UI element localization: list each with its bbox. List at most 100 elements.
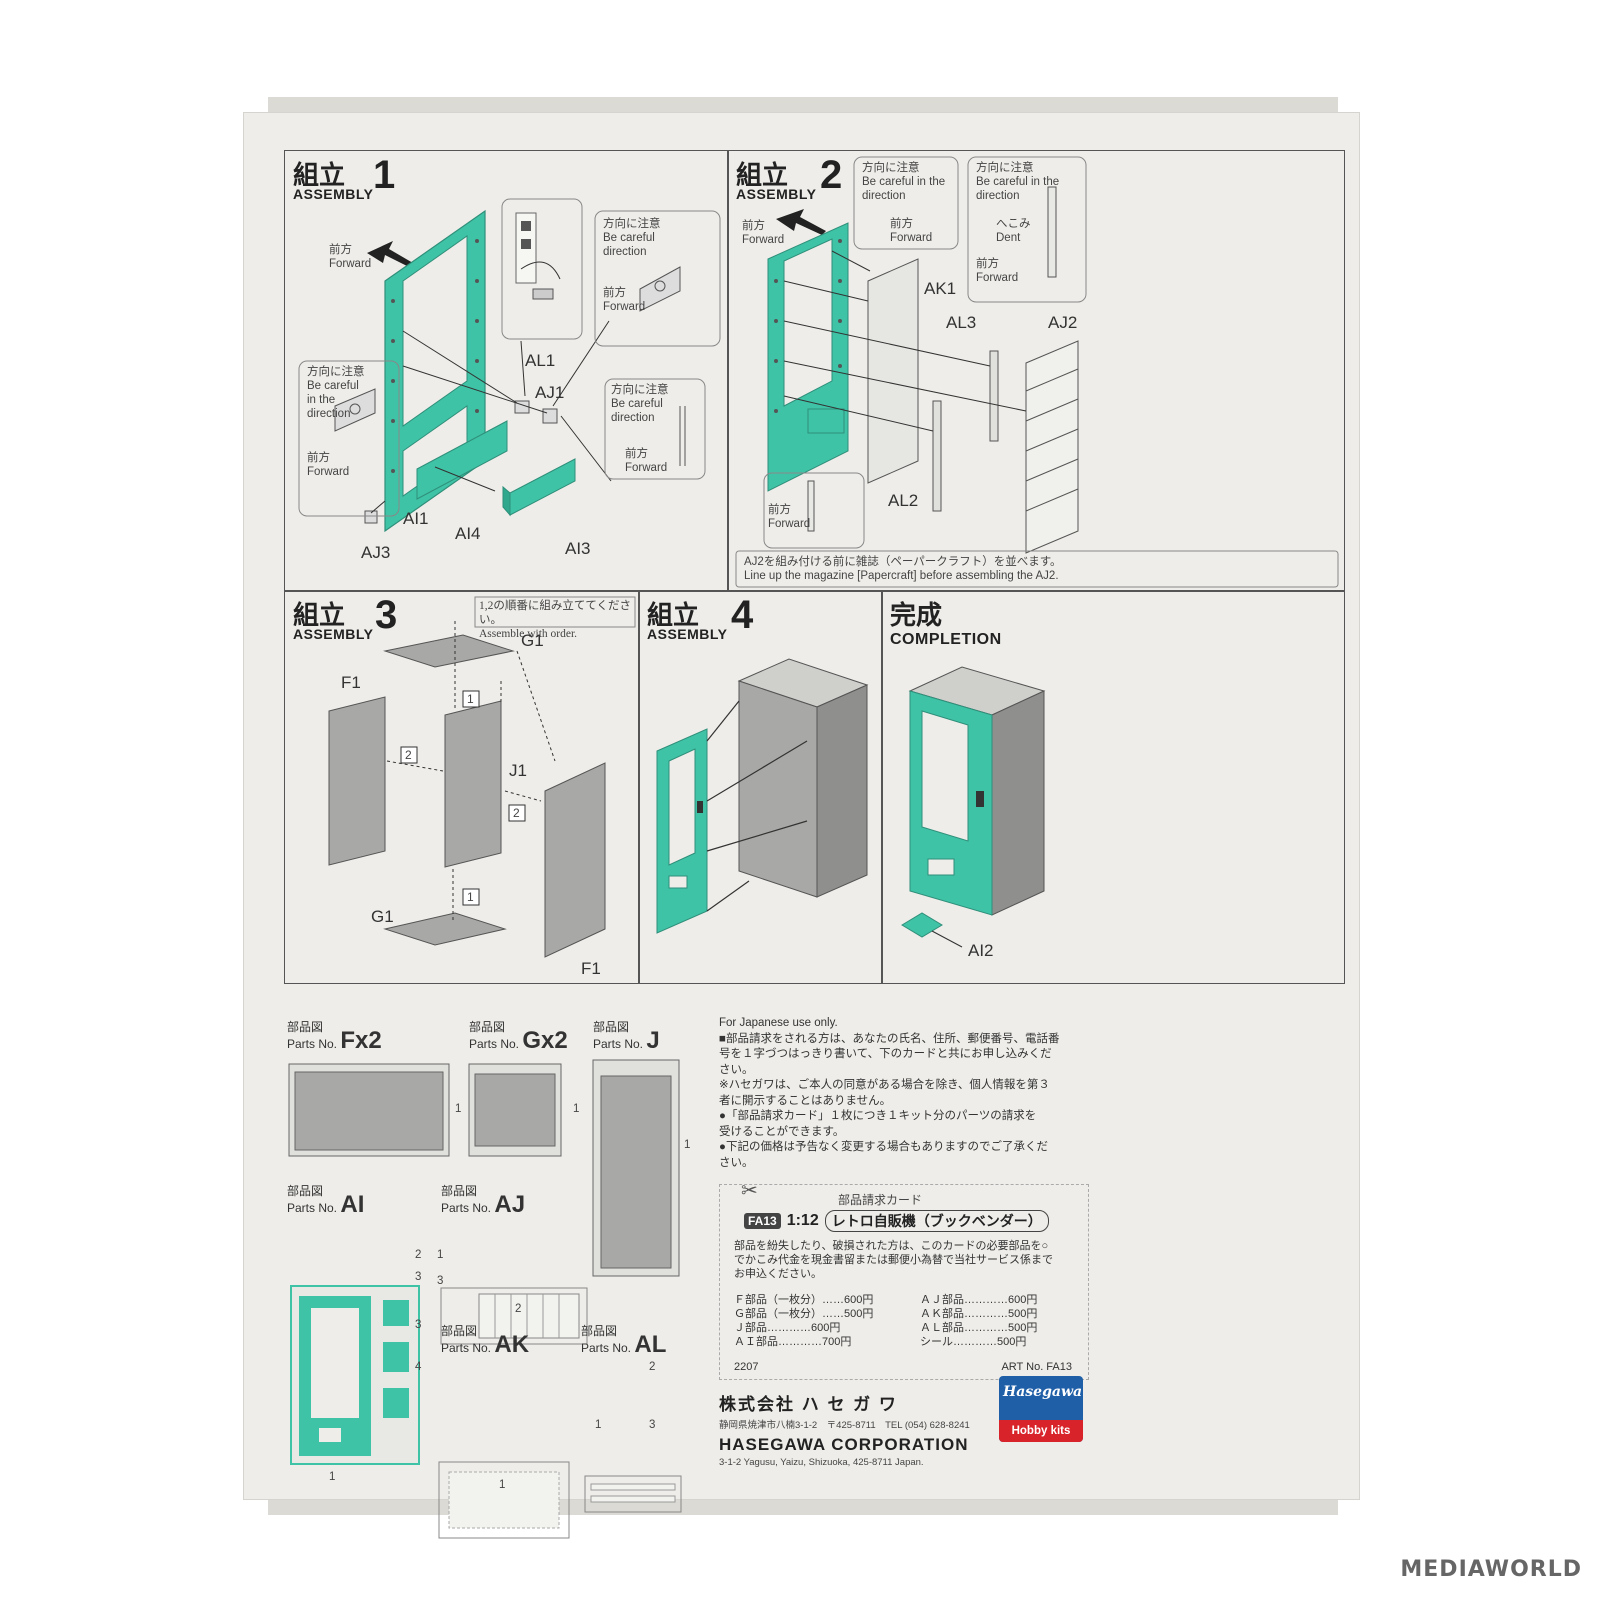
company-address-jp: 静岡県焼津市八楠3-1-2 〒425-8711 TEL (054) 628-82…	[719, 1420, 970, 1431]
parts-map-J-title: 部品図 Parts No. J	[593, 1020, 660, 1054]
assembly-3-title-en: ASSEMBLY	[293, 626, 374, 642]
card-product: レトロ自販機（ブックベンダー）	[824, 1210, 1049, 1232]
parts-map-AK-title: 部品図 Parts No. AK	[441, 1324, 530, 1358]
assembly-4-drawing	[656, 658, 869, 934]
assembly-2-note: AJ2を組み付ける前に雑誌（ペーパークラフト）を並べます。Line up the…	[744, 556, 1062, 582]
forward-arrow-icon	[776, 209, 826, 235]
company-name-en: HASEGAWA CORPORATION	[719, 1435, 969, 1454]
runner-AJ-3: 3	[437, 1275, 444, 1287]
runner-AL-2: 2	[649, 1361, 656, 1373]
assembly-2-number: 2	[820, 153, 843, 197]
company-address-en: 3-1-2 Yagusu, Yaizu, Shizuoka, 425-8711 …	[719, 1457, 924, 1468]
parts-map-F-title: 部品図 Parts No. Fx2	[287, 1020, 382, 1054]
assembly-4-title-en: ASSEMBLY	[647, 626, 728, 642]
assembly-2-panel: 組立 ASSEMBLY 2	[727, 150, 1345, 592]
card-small-code: 2207	[734, 1361, 759, 1373]
card-product-row: FA13 1:12 レトロ自販機（ブックベンダー）	[744, 1210, 1049, 1232]
step-1-top: 1	[467, 692, 474, 706]
runner-F-1: 1	[455, 1103, 462, 1115]
assembly-3-title-jp: 組立	[293, 600, 346, 630]
assembly-1-title-en: ASSEMBLY	[293, 186, 374, 202]
assembly-2-title-en: ASSEMBLY	[736, 186, 817, 202]
assembly-4-title-jp: 組立	[647, 600, 700, 630]
parts-map-G-title: 部品図 Parts No. Gx2	[469, 1020, 568, 1054]
completion-drawing	[901, 666, 1046, 948]
company-name-jp: 株式会社 ハ セ ガ ワ	[719, 1395, 898, 1414]
part-label-G1-top: G1	[521, 631, 544, 650]
assembly-1-panel: 組立 ASSEMBLY 1	[284, 150, 729, 592]
watermark: MEDIAWORLD	[1400, 1557, 1582, 1582]
assembly-3-number: 3	[375, 593, 398, 637]
part-label-AJ3: AJ3	[361, 543, 391, 562]
part-label-G1-bottom: G1	[371, 907, 394, 926]
part-label-AJ2: AJ2	[1048, 313, 1078, 332]
parts-map-AJ-title: 部品図 Parts No. AJ	[441, 1184, 526, 1218]
assembly-4-panel: 組立 ASSEMBLY 4	[638, 590, 883, 984]
runner-AI-4: 4	[415, 1361, 422, 1373]
part-label-AI2: AI2	[968, 941, 994, 960]
part-label-AL3: AL3	[946, 313, 977, 332]
parts-map-drawing	[288, 1059, 682, 1539]
assembly-2-title-jp: 組立	[736, 160, 789, 190]
runner-AI-2: 2	[415, 1249, 422, 1261]
part-label-AL2: AL2	[888, 491, 919, 510]
card-description: 部品を紛失したり、破損された方は、このカードの必要部品を○でかこみ代金を現金書留…	[734, 1240, 1053, 1280]
parts-map-AI-title: 部品図 Parts No. AI	[287, 1184, 365, 1218]
runner-AI-3a: 3	[415, 1271, 422, 1283]
order-note: 1,2の順番に組み立ててください。Assemble with order.	[479, 600, 632, 640]
part-label-AI1: AI1	[403, 509, 429, 528]
step-2-right: 2	[513, 806, 520, 820]
runner-AJ-1: 1	[437, 1249, 444, 1261]
part-label-F1-left: F1	[341, 673, 361, 692]
assembly-3-drawing	[328, 596, 636, 958]
assembly-3-panel: 組立 ASSEMBLY 3	[284, 590, 640, 984]
part-label-F1-right: F1	[581, 959, 601, 978]
part-label-AK1: AK1	[924, 279, 957, 298]
completion-title-jp: 完成	[890, 600, 943, 630]
runner-AK-1: 1	[499, 1479, 506, 1491]
logo-brand: Hasegawa	[1003, 1384, 1083, 1400]
runner-G-1: 1	[573, 1103, 580, 1115]
runner-AI-3b: 3	[415, 1319, 422, 1331]
runner-AL-1: 1	[595, 1419, 602, 1431]
card-scale: 1:12	[786, 1212, 819, 1229]
hasegawa-logo: Hasegawa Hobby kits	[999, 1376, 1083, 1442]
box-top-edge	[268, 97, 1338, 115]
runner-AI-1: 1	[329, 1471, 336, 1483]
card-code-badge: FA13	[744, 1213, 781, 1229]
assembly-1-number: 1	[373, 153, 396, 197]
part-label-AI3: AI3	[565, 539, 591, 558]
assembly-2-drawing	[735, 156, 1339, 588]
completion-title-en: COMPLETION	[890, 631, 1002, 648]
runner-AJ-2: 2	[515, 1303, 522, 1315]
parts-map-AL-title: 部品図 Parts No. AL	[581, 1324, 667, 1358]
company-block: 株式会社 ハ セ ガ ワ 静岡県焼津市八楠3-1-2 〒425-8711 TEL…	[719, 1390, 1019, 1468]
assembly-4-number: 4	[731, 593, 754, 637]
step-1-bottom: 1	[467, 890, 474, 904]
forward-arrow-icon	[367, 241, 413, 267]
assembly-1-drawing	[298, 198, 721, 533]
part-label-J1: J1	[509, 761, 527, 780]
part-label-AI4: AI4	[455, 524, 481, 543]
runner-J-1: 1	[684, 1139, 691, 1151]
scissors-icon: ✂	[741, 1180, 758, 1202]
logo-tagline: Hobby kits	[999, 1420, 1083, 1442]
step-2-left: 2	[405, 748, 412, 762]
assembly-1-title-jp: 組立	[293, 160, 346, 190]
card-art-no: ART No. FA13	[1001, 1361, 1072, 1373]
parts-request-notes: For Japanese use only. ■部品請求をされる方は、あなたの氏…	[719, 1017, 1060, 1169]
runner-AL-3: 3	[649, 1419, 656, 1431]
part-label-AL1: AL1	[525, 351, 556, 370]
